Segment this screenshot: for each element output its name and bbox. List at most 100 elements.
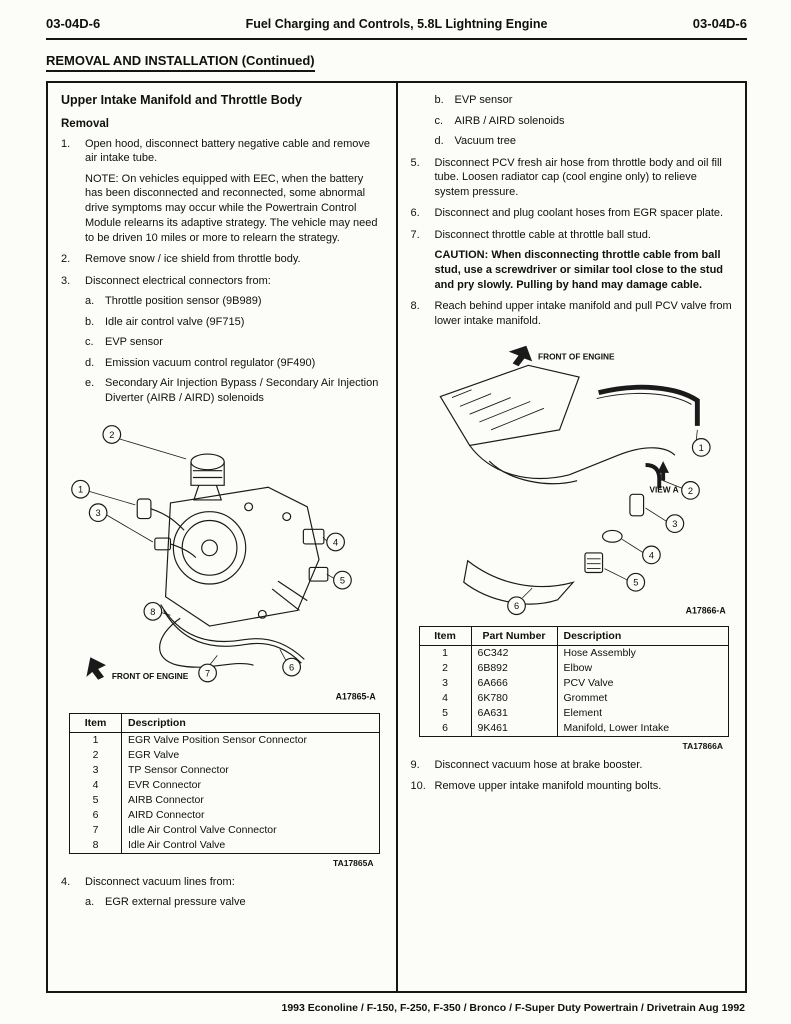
substep-4c: c. AIRB / AIRD solenoids (435, 114, 734, 129)
substep-text: EGR external pressure valve (105, 896, 246, 909)
right-column: b. EVP sensor c. AIRB / AIRD solenoids d… (398, 83, 746, 991)
view-a-label: VIEW A (649, 485, 678, 495)
figure-callout-1: 1 (691, 438, 711, 458)
substep-letter: a. (85, 295, 95, 308)
step-number: 5. (410, 156, 420, 169)
svg-text:4: 4 (333, 538, 338, 548)
figure-callout-4: 4 (641, 545, 661, 565)
svg-text:2: 2 (687, 486, 692, 496)
step-6: 6. Disconnect and plug coolant hoses fro… (411, 206, 734, 221)
step-7: 7. Disconnect throttle cable at throttle… (411, 228, 734, 243)
substep-3b: b. Idle air control valve (9F715) (85, 315, 384, 330)
step-text: Reach behind upper intake manifold and p… (434, 300, 732, 327)
col-header-part-number: Part Number (470, 625, 558, 646)
substep-letter: b. (85, 315, 95, 328)
substep-3d: d. Emission vacuum control regulator (9F… (85, 356, 384, 371)
left-column: Upper Intake Manifold and Throttle Body … (48, 83, 396, 991)
step-text: Remove snow / ice shield from throttle b… (85, 253, 301, 266)
svg-text:5: 5 (633, 578, 638, 588)
figure-callout-3: 3 (664, 514, 684, 534)
figure-callout-6: 6 (282, 658, 302, 677)
pcv-manifold-diagram: FRONT OF ENGINE 1 VIEW A 2 (438, 346, 726, 616)
svg-text:2: 2 (109, 430, 114, 440)
procedure-subheading: Removal (61, 117, 109, 130)
figure-callout-2: 2 (680, 481, 700, 501)
step-text: Disconnect throttle cable at throttle ba… (434, 228, 651, 241)
table-header-row: Item Part Number Description (418, 625, 729, 646)
substep-4b: b. EVP sensor (435, 93, 734, 108)
substep-text: Throttle position sensor (9B989) (105, 295, 262, 308)
figure-callout-1: 1 (71, 480, 90, 500)
col-header-description: Description (556, 625, 729, 646)
step-text: Remove upper intake manifold mounting bo… (434, 780, 662, 793)
svg-text:4: 4 (648, 551, 653, 561)
substep-text: EVP sensor (105, 336, 163, 349)
svg-text:8: 8 (150, 607, 155, 617)
step-8: 8. Reach behind upper intake manifold an… (411, 299, 734, 328)
step-number: 6. (410, 207, 420, 220)
col-header-description: Description (121, 712, 380, 733)
front-of-engine-arrow (86, 657, 106, 681)
figure-callout-7: 7 (198, 664, 217, 683)
substep-3e: e. Secondary Air Injection Bypass / Seco… (85, 376, 384, 405)
substep-3c: c. EVP sensor (85, 335, 384, 350)
substep-text: AIRB / AIRD solenoids (454, 114, 565, 127)
table-code: TA17866A (682, 740, 723, 751)
figure-callout-5: 5 (333, 571, 352, 590)
figure-callout-2: 2 (102, 425, 122, 445)
step-text: Disconnect and plug coolant hoses from E… (434, 207, 724, 220)
figure-callout-4: 4 (326, 533, 345, 552)
step-3: 3. Disconnect electrical connectors from… (61, 274, 384, 289)
substep-letter: d. (434, 135, 444, 148)
figure-callout-3: 3 (88, 503, 108, 523)
step-text: Open hood, disconnect battery negative c… (85, 137, 370, 165)
throttle-body-figure: 2 1 3 4 5 (61, 413, 384, 706)
svg-text:1: 1 (698, 443, 703, 453)
pcv-manifold-figure: FRONT OF ENGINE 1 VIEW A 2 (411, 336, 734, 619)
step-10: 10. Remove upper intake manifold mountin… (411, 779, 734, 794)
column-divider (395, 83, 398, 991)
substep-4a: a. EGR external pressure valve (85, 895, 384, 910)
step-number: 10. (410, 780, 426, 793)
page-code-right: 03-04D-6 (692, 16, 747, 31)
step-number: 8. (410, 300, 420, 313)
svg-text:1: 1 (78, 485, 83, 495)
svg-text:3: 3 (672, 519, 677, 529)
step-9: 9. Disconnect vacuum hose at brake boost… (411, 758, 734, 773)
procedure-heading: Upper Intake Manifold and Throttle Body (61, 93, 302, 107)
step-number: 9. (410, 758, 420, 771)
col-header-item: Item (418, 625, 472, 646)
step-number: 7. (410, 228, 420, 241)
svg-text:6: 6 (289, 663, 294, 673)
caution-paragraph: CAUTION: When disconnecting throttle cab… (434, 249, 724, 291)
svg-text:7: 7 (205, 669, 210, 679)
page-code-left: 03-04D-6 (46, 16, 101, 31)
table-header-row: Item Description (69, 712, 380, 733)
page-footer: 1993 Econoline / F-150, F-250, F-350 / B… (281, 1002, 746, 1014)
section-title: REMOVAL AND INSTALLATION (Continued) (46, 53, 747, 72)
table-code: TA17865A (333, 857, 374, 868)
throttle-body-diagram: 2 1 3 4 5 (71, 425, 377, 702)
step-text: Disconnect electrical connectors from: (85, 274, 271, 287)
step-number: 3. (61, 274, 71, 287)
substep-letter: e. (85, 377, 95, 390)
page-title: Fuel Charging and Controls, 5.8L Lightni… (245, 17, 548, 31)
figure-callout-6: 6 (506, 596, 526, 616)
svg-text:6: 6 (513, 602, 518, 612)
substep-text: Emission vacuum control regulator (9F490… (105, 356, 316, 369)
substep-3a: a. Throttle position sensor (9B989) (85, 294, 384, 309)
figure-code: A17865-A (336, 692, 377, 702)
